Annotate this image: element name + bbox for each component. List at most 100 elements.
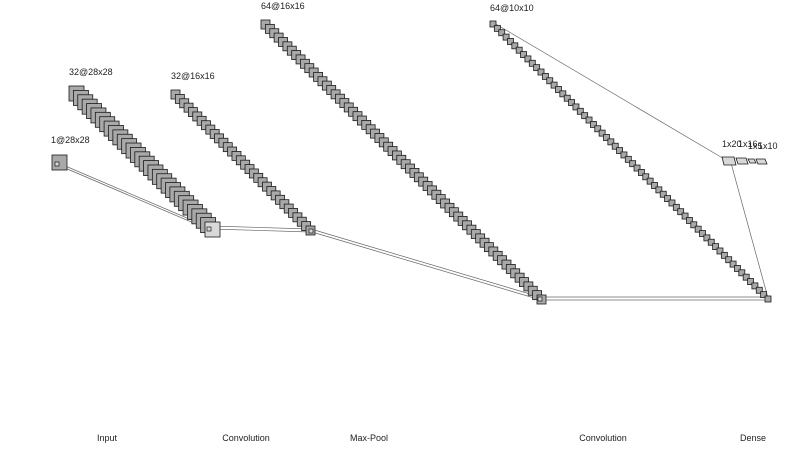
feature-map bbox=[668, 199, 676, 207]
feature-map bbox=[633, 164, 641, 172]
feature-map bbox=[204, 221, 221, 238]
layer-labels: 1@28x28 32@28x28 32@16x16 64@16x16 64@10… bbox=[51, 1, 778, 151]
dense-vectors bbox=[721, 156, 768, 166]
feature-map bbox=[498, 29, 506, 37]
feature-map bbox=[725, 256, 733, 264]
feature-map bbox=[764, 295, 772, 303]
kernel-square bbox=[537, 296, 543, 302]
feature-map bbox=[707, 238, 715, 246]
feature-map bbox=[690, 221, 698, 229]
feature-map bbox=[546, 77, 554, 85]
layer-label: 64@16x16 bbox=[261, 1, 305, 11]
connection-line bbox=[210, 225, 311, 230]
feature-map bbox=[694, 225, 702, 233]
connection-line bbox=[310, 228, 541, 298]
feature-map bbox=[642, 173, 650, 181]
feature-map bbox=[515, 46, 523, 54]
feature-map bbox=[550, 81, 558, 89]
connection-line bbox=[493, 22, 732, 164]
kernel-markers bbox=[54, 161, 543, 302]
feature-map bbox=[585, 116, 593, 124]
feature-map bbox=[734, 265, 741, 272]
dense-vector bbox=[735, 157, 749, 165]
feature-map bbox=[629, 160, 637, 168]
connection-line bbox=[57, 164, 211, 231]
feature-map bbox=[572, 103, 580, 111]
feature-map bbox=[651, 182, 658, 189]
feature-map bbox=[590, 121, 597, 128]
feature-map bbox=[611, 142, 619, 150]
feature-map bbox=[655, 186, 663, 194]
feature-map bbox=[686, 217, 693, 224]
feature-map bbox=[528, 59, 536, 67]
feature-map bbox=[607, 138, 615, 146]
feature-maps bbox=[51, 19, 772, 305]
layer-label: 32@16x16 bbox=[171, 71, 215, 81]
feature-map bbox=[672, 203, 680, 211]
feature-map bbox=[681, 212, 689, 220]
dense-vector bbox=[747, 158, 757, 164]
feature-map bbox=[677, 208, 685, 216]
caption-input: Input bbox=[97, 433, 118, 443]
dense-vector bbox=[721, 156, 737, 166]
layer-label: 32@28x28 bbox=[69, 67, 113, 77]
connection-line bbox=[311, 231, 542, 301]
kernel-square bbox=[54, 161, 60, 167]
caption-dense: Dense bbox=[740, 433, 766, 443]
feature-map bbox=[598, 129, 606, 137]
layer-label: 1x20 bbox=[722, 139, 742, 149]
layer-label: 64@10x10 bbox=[490, 3, 534, 13]
feature-map bbox=[555, 86, 562, 93]
feature-map bbox=[51, 154, 68, 171]
feature-map bbox=[729, 260, 737, 268]
feature-map bbox=[760, 291, 768, 299]
feature-map bbox=[603, 134, 610, 141]
dense-vector bbox=[755, 158, 768, 165]
layer-label: 1@28x28 bbox=[51, 135, 90, 145]
feature-map bbox=[738, 269, 746, 277]
feature-map bbox=[489, 20, 497, 28]
layer-label: 1x16 bbox=[738, 139, 758, 149]
kernel-square bbox=[206, 226, 212, 232]
feature-map bbox=[524, 55, 532, 63]
feature-map bbox=[576, 107, 584, 115]
feature-map bbox=[563, 94, 571, 102]
feature-map bbox=[620, 151, 628, 159]
feature-map bbox=[646, 177, 654, 185]
feature-map bbox=[507, 38, 514, 45]
feature-map bbox=[520, 51, 527, 58]
feature-map bbox=[559, 90, 567, 98]
feature-map bbox=[594, 125, 602, 133]
kernel-square bbox=[308, 228, 314, 234]
layer-label: 1x10 bbox=[758, 141, 778, 151]
feature-map bbox=[616, 147, 623, 154]
feature-map bbox=[755, 286, 763, 294]
feature-map bbox=[699, 230, 706, 237]
caption-max-pool: Max-Pool bbox=[350, 433, 388, 443]
feature-map bbox=[502, 33, 510, 41]
feature-map bbox=[659, 190, 667, 198]
caption-convolution: Convolution bbox=[579, 433, 627, 443]
feature-map bbox=[493, 24, 501, 32]
stage-captions: Input Convolution Max-Pool Convolution D… bbox=[97, 433, 766, 443]
feature-map bbox=[624, 155, 632, 163]
feature-map bbox=[638, 169, 645, 176]
feature-map bbox=[664, 195, 671, 203]
connection-line bbox=[730, 162, 769, 299]
connection-lines bbox=[55, 22, 769, 301]
connection-line bbox=[55, 161, 209, 228]
feature-map bbox=[511, 42, 519, 50]
caption-convolution: Convolution bbox=[222, 433, 270, 443]
feature-map bbox=[712, 243, 720, 251]
feature-map bbox=[747, 278, 754, 285]
feature-map bbox=[568, 99, 575, 106]
feature-map bbox=[751, 282, 759, 290]
feature-map bbox=[541, 72, 549, 80]
feature-map bbox=[581, 112, 589, 120]
connection-line bbox=[210, 228, 312, 233]
layer-label: 1x5 bbox=[748, 141, 763, 151]
feature-map bbox=[716, 247, 724, 255]
feature-map bbox=[533, 64, 541, 72]
feature-map bbox=[742, 273, 750, 281]
